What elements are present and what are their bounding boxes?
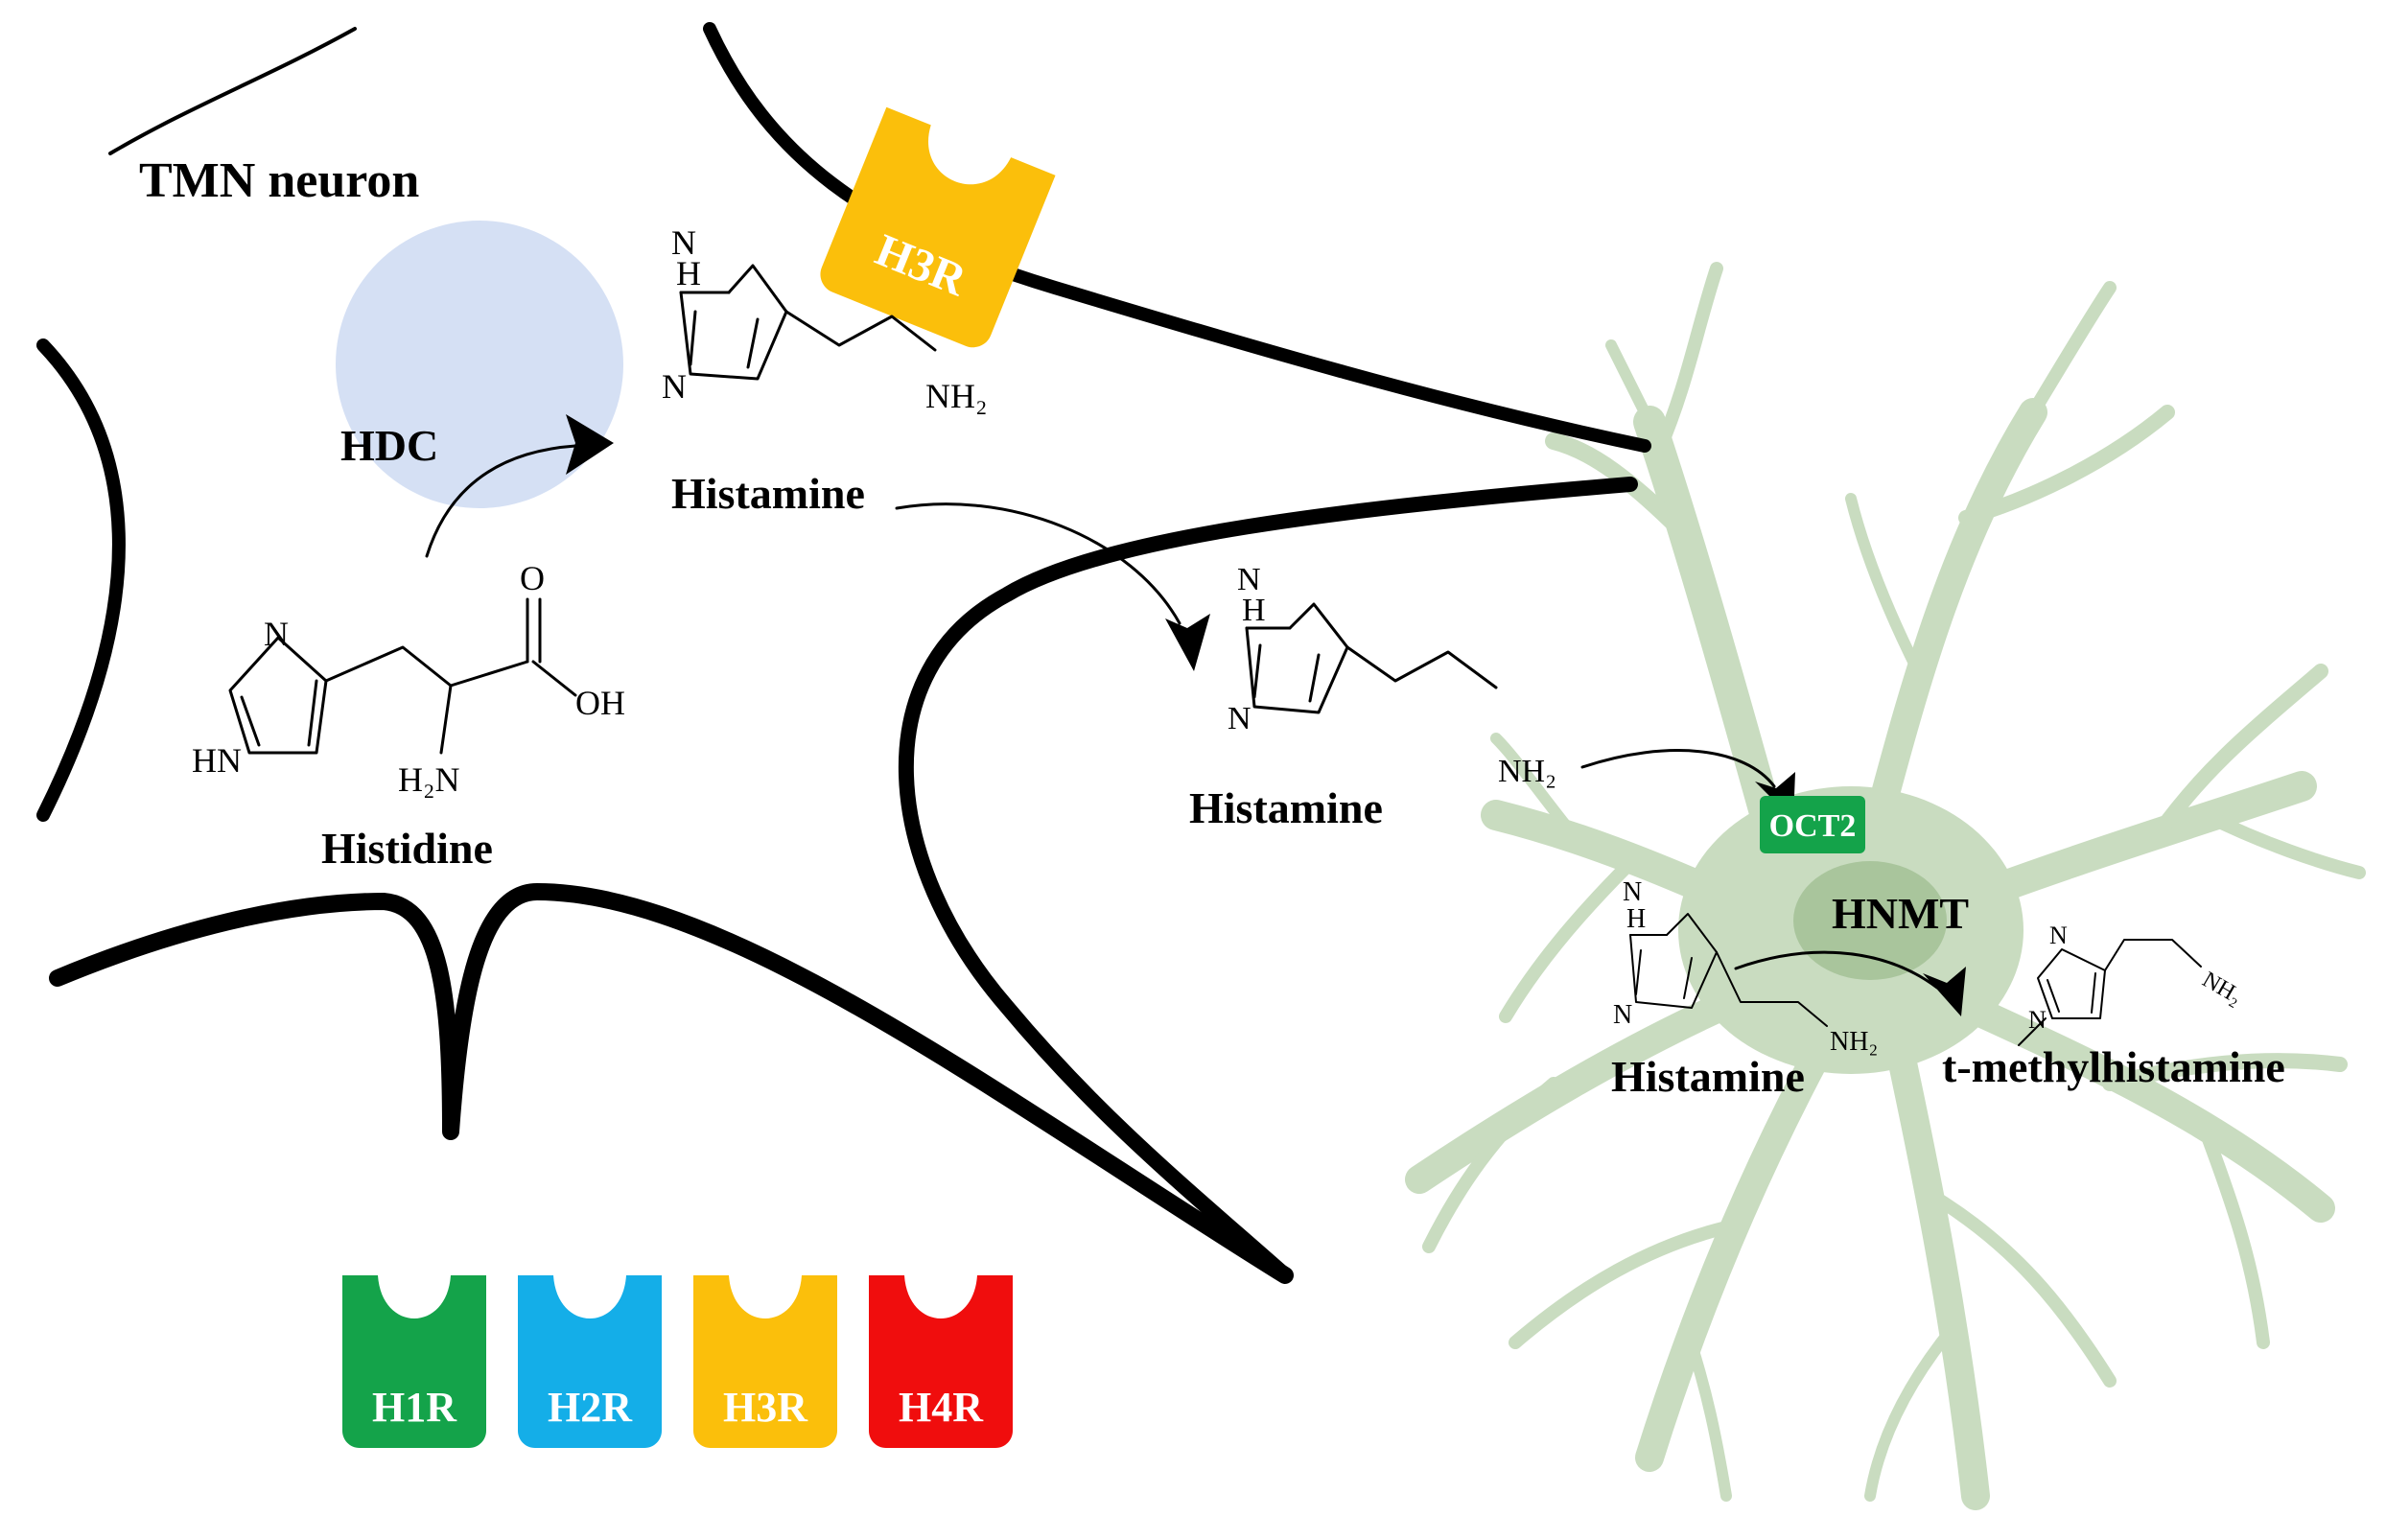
receptor-shape xyxy=(518,1275,662,1448)
h3-n-top: N xyxy=(1623,877,1642,907)
hdc-arrow xyxy=(425,444,577,558)
neuron-label: TMN neuron xyxy=(139,153,419,208)
receptor-label: H3R xyxy=(723,1384,808,1431)
histamine-label-3: Histamine xyxy=(1611,1052,1805,1101)
h3-h-top: H xyxy=(1626,904,1646,934)
hdc-label: HDC xyxy=(340,421,438,470)
histidine-label: Histidine xyxy=(321,824,493,873)
receptor-label: H2R xyxy=(548,1384,633,1431)
h1-n-bottom: N xyxy=(662,367,687,406)
receptor-shape xyxy=(693,1275,837,1448)
neuron-membranes xyxy=(36,22,1651,1284)
membrane-h3r-shape xyxy=(820,106,1056,348)
transport-arrow xyxy=(1580,749,1776,788)
histamine-label-2: Histamine xyxy=(1189,783,1383,832)
h2-h-top: H xyxy=(1242,593,1266,628)
histamine-label-1: Histamine xyxy=(671,469,865,518)
tmh-nh2: NH₂ xyxy=(2198,968,2246,1010)
histidine-n: N xyxy=(264,615,289,653)
receptor-legend: H1R H2R H3R H4R xyxy=(342,1275,1013,1448)
h1-h-top: H xyxy=(676,254,701,292)
oct2-transporter xyxy=(1760,796,1865,853)
histidine-hn: HN xyxy=(192,741,242,780)
histamine-structure-1: N H N NH₂ xyxy=(662,223,988,415)
hdc-arrow-head xyxy=(566,414,614,475)
receptor-h2r: H2R xyxy=(518,1275,662,1448)
receptor-label: H1R xyxy=(372,1384,457,1431)
oct2-label: OCT2 xyxy=(1769,808,1857,844)
receptor-h4r: H4R xyxy=(869,1275,1013,1448)
receptor-shape xyxy=(342,1275,486,1448)
release-arrow xyxy=(895,502,1181,625)
t-methylhistamine-structure: N N NH₂ xyxy=(2018,922,2246,1046)
membrane-h3r-receptor: H3R xyxy=(820,106,1056,348)
t-methylhistamine-label: t-methylhistamine xyxy=(1942,1042,2285,1091)
astrocyte-nucleus xyxy=(1793,861,1947,980)
release-arrow-head xyxy=(1165,614,1210,671)
histamine-structure-3: N H N NH₂ xyxy=(1613,877,1878,1057)
h2-nh2: NH₂ xyxy=(1498,754,1556,789)
tmh-n-top: N xyxy=(2049,922,2068,949)
histamine-structure-2: N H N NH₂ xyxy=(1228,562,1556,789)
hnmt-label: HNMT xyxy=(1832,889,1969,938)
hnmt-arrow-head xyxy=(1923,967,1966,1016)
histidine-structure: N HN O OH H₂N xyxy=(192,559,625,799)
h2-n-bottom: N xyxy=(1228,701,1251,736)
histidine-h2n: H₂N xyxy=(398,760,460,799)
h2-n-top: N xyxy=(1237,562,1261,597)
receptor-h1r: H1R xyxy=(342,1275,486,1448)
receptor-shape xyxy=(869,1275,1013,1448)
histidine-oh: OH xyxy=(575,684,625,722)
receptor-label: H4R xyxy=(899,1384,984,1431)
receptor-h3r: H3R xyxy=(693,1275,837,1448)
astrocyte-cell xyxy=(1405,262,2366,1510)
h1-nh2: NH₂ xyxy=(925,377,988,415)
h1-n-top: N xyxy=(671,223,696,262)
h3-nh2: NH₂ xyxy=(1830,1027,1878,1057)
tmh-n-bottom: N xyxy=(2028,1006,2047,1034)
h3-n-bottom: N xyxy=(1613,1000,1632,1030)
histidine-o: O xyxy=(520,559,545,597)
hnmt-arrow xyxy=(1734,950,1939,990)
hdc-vesicle xyxy=(336,221,623,508)
